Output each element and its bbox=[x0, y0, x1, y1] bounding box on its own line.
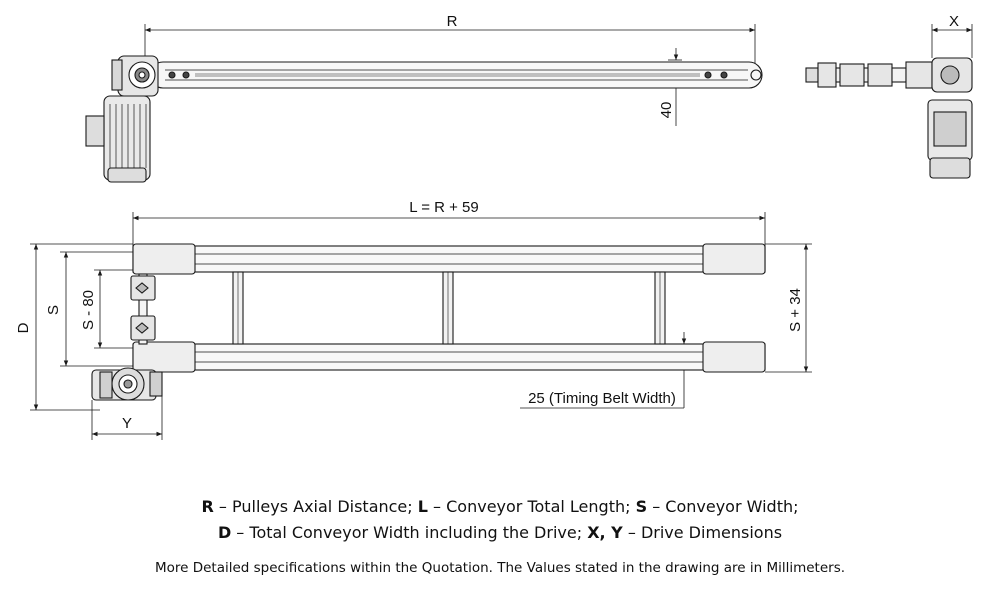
dim-R-label: R bbox=[447, 13, 458, 30]
end-view bbox=[805, 24, 973, 179]
legend-line-1: R – Pulleys Axial Distance; L – Conveyor… bbox=[0, 494, 1000, 520]
legend-text-L: – Conveyor Total Length; bbox=[427, 497, 636, 516]
dim-40-label: 40 bbox=[658, 102, 675, 119]
side-view bbox=[85, 24, 763, 183]
legend-line-2: D – Total Conveyor Width including the D… bbox=[0, 520, 1000, 546]
dim-Y-label: Y bbox=[122, 415, 132, 432]
dim-X-label: X bbox=[949, 13, 959, 30]
belt-width-label: 25 (Timing Belt Width) bbox=[528, 390, 676, 407]
legend-text-D: – Total Conveyor Width including the Dri… bbox=[231, 523, 588, 542]
legend-key-S: S bbox=[635, 497, 648, 516]
legend: R – Pulleys Axial Distance; L – Conveyor… bbox=[0, 494, 1000, 546]
dim-D-label: D bbox=[15, 322, 32, 333]
footnote: More Detailed specifications within the … bbox=[154, 560, 846, 576]
dim-S-label: S bbox=[45, 305, 62, 315]
top-view bbox=[30, 212, 812, 440]
dim-S-minus-label: S - 80 bbox=[80, 290, 97, 330]
legend-key-R: R bbox=[201, 497, 214, 516]
legend-key-D: D bbox=[217, 523, 232, 542]
dim-L-label: L = R + 59 bbox=[409, 199, 479, 216]
dim-S-plus-label: S + 34 bbox=[787, 288, 804, 332]
legend-key-XY: X, Y bbox=[587, 523, 623, 542]
legend-text-R: – Pulleys Axial Distance; bbox=[213, 497, 418, 516]
legend-text-S: – Conveyor Width; bbox=[647, 497, 799, 516]
legend-key-L: L bbox=[417, 497, 428, 516]
legend-text-XY: – Drive Dimensions bbox=[622, 523, 783, 542]
conveyor-technical-drawing: R 40 X bbox=[15, 13, 973, 440]
